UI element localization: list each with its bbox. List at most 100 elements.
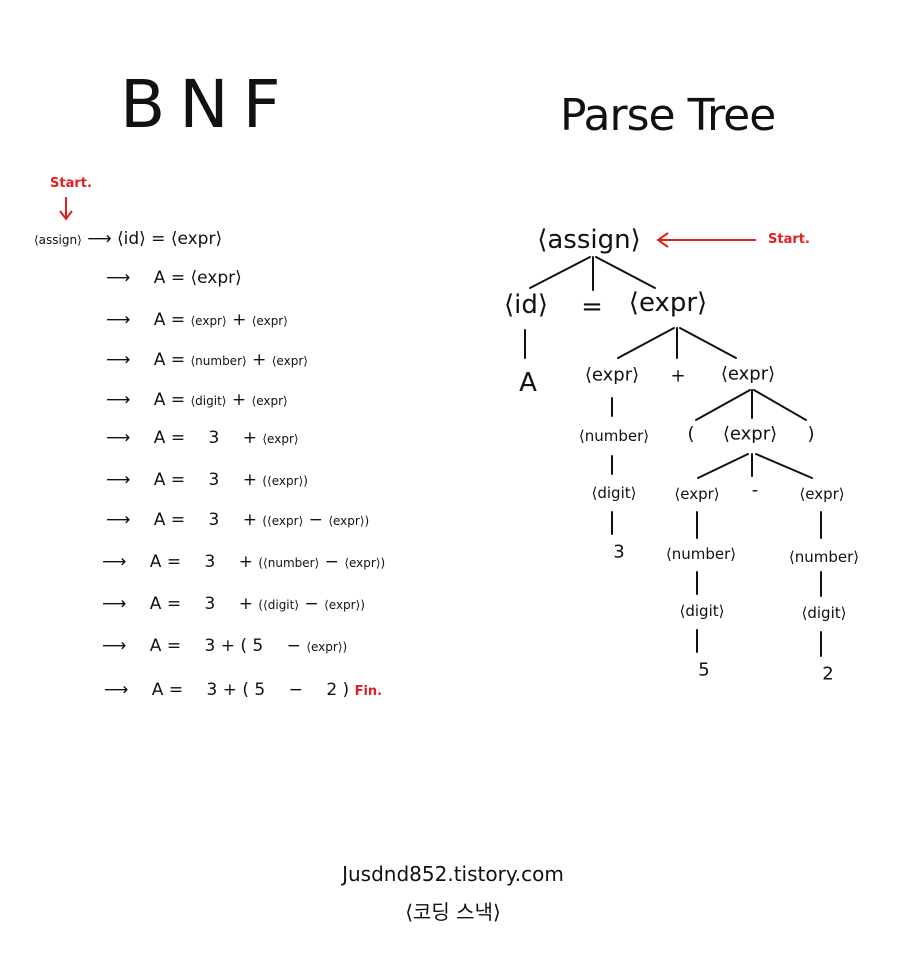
derive-arrow: ⟶ — [106, 470, 131, 490]
derive-arrow: ⟶ — [102, 636, 127, 656]
bnf-line-3: ⟶ A = ⟨expr⟩ + ⟨expr⟩ — [106, 310, 288, 330]
bnf-tok: = — [151, 229, 166, 249]
bnf-line-1: ⟨assign⟩ ⟶ ⟨id⟩ = ⟨expr⟩ — [34, 229, 222, 249]
node-expr-top: ⟨expr⟩ — [628, 288, 708, 318]
bnf-tok: 3 — [206, 680, 218, 700]
bnf-tok: = — [170, 350, 186, 370]
bnf-line-10: ⟶ A = 3 + (⟨digit⟩ − ⟨expr⟩) — [102, 594, 365, 614]
bnf-tok: 3 — [204, 636, 216, 656]
tree-edges — [524, 256, 822, 657]
derive-arrow: ⟶ — [106, 510, 131, 530]
bnf-tok: + — [242, 428, 257, 448]
bnf-line-2: ⟶ A = ⟨expr⟩ — [106, 268, 242, 288]
bnf-tok: 5 — [252, 636, 264, 656]
bnf-tok: = — [170, 390, 186, 410]
node-minus: - — [751, 479, 759, 501]
bnf-tok: ⟨expr⟩) — [306, 640, 348, 654]
bnf-tok: = — [170, 470, 186, 490]
bnf-tok: + — [238, 552, 253, 572]
bnf-tok: ⟨expr⟩ — [271, 354, 308, 368]
derive-arrow: ⟶ — [106, 428, 131, 448]
bnf-tok: A — [153, 268, 166, 288]
derive-arrow: ⟶ — [106, 268, 131, 288]
bnf-line-9: ⟶ A = 3 + (⟨number⟩ − ⟨expr⟩) — [102, 552, 385, 572]
bnf-tok: + — [242, 510, 257, 530]
node-digit-left: ⟨digit⟩ — [591, 484, 637, 502]
bnf-tok: 3 — [208, 510, 220, 530]
derive-arrow: ⟶ — [102, 552, 127, 572]
derive-arrow: ⟶ — [106, 310, 131, 330]
node-a: A — [519, 368, 537, 398]
bnf-tok: − — [304, 594, 319, 614]
node-id: ⟨id⟩ — [503, 290, 549, 320]
bnf-lhs: ⟨assign⟩ — [34, 233, 82, 247]
node-five: 5 — [698, 659, 710, 681]
bnf-tok: ) — [342, 680, 350, 700]
node-digit-rr: ⟨digit⟩ — [801, 604, 847, 622]
bnf-line-8: ⟶ A = 3 + (⟨expr⟩ − ⟨expr⟩) — [106, 510, 369, 530]
bnf-tok: (⟨digit⟩ — [258, 598, 300, 612]
fin-label: Fin. — [354, 684, 383, 699]
bnf-line-4: ⟶ A = ⟨number⟩ + ⟨expr⟩ — [106, 350, 308, 370]
bnf-tok: A — [153, 390, 166, 410]
footer-site: Jusdnd852.tistory.com — [342, 862, 564, 886]
bnf-tok: = — [170, 310, 186, 330]
bnf-tok: A — [151, 680, 164, 700]
bnf-tok: + — [238, 594, 253, 614]
tree-start-label: Start. — [768, 232, 810, 247]
bnf-tok: = — [168, 680, 184, 700]
bnf-tok: + — [252, 350, 267, 370]
node-rparen: ) — [807, 423, 815, 445]
bnf-tok: ⟨expr⟩ — [190, 268, 242, 288]
bnf-tok: = — [170, 428, 186, 448]
node-digit-ll: ⟨digit⟩ — [679, 602, 725, 620]
bnf-tok: (⟨number⟩ — [258, 556, 320, 570]
bnf-line-5: ⟶ A = ⟨digit⟩ + ⟨expr⟩ — [106, 390, 288, 410]
start-down-arrow — [59, 197, 73, 221]
derive-arrow: ⟶ — [106, 390, 131, 410]
node-number-left: ⟨number⟩ — [578, 427, 650, 445]
bnf-tok: ⟨digit⟩ — [190, 394, 227, 408]
bnf-tok: A — [149, 636, 162, 656]
bnf-tok: 3 — [208, 470, 220, 490]
node-number-ll: ⟨number⟩ — [665, 545, 737, 563]
bnf-tok: − — [308, 510, 323, 530]
node-expr-right: ⟨expr⟩ — [720, 363, 776, 385]
bnf-tok: ⟨expr⟩) — [328, 514, 370, 528]
bnf-tok: + — [232, 310, 247, 330]
node-equals: = — [581, 292, 603, 322]
node-expr-ll: ⟨expr⟩ — [674, 485, 720, 503]
bnf-tok: 5 — [254, 680, 266, 700]
bnf-tok: − — [288, 680, 303, 700]
node-number-rr: ⟨number⟩ — [788, 548, 860, 566]
derive-arrow: ⟶ — [87, 229, 112, 249]
bnf-tok: ( — [242, 680, 250, 700]
bnf-tok: ⟨expr⟩ — [170, 229, 223, 249]
bnf-tok: + — [222, 680, 237, 700]
parse-tree-title: Parse Tree — [560, 90, 776, 141]
bnf-line-6: ⟶ A = 3 + ⟨expr⟩ — [106, 428, 299, 448]
bnf-tok: − — [286, 636, 301, 656]
bnf-tok: A — [153, 428, 166, 448]
bnf-tok: ⟨id⟩ — [116, 229, 146, 249]
derive-arrow: ⟶ — [104, 680, 129, 700]
bnf-line-7: ⟶ A = 3 + (⟨expr⟩) — [106, 470, 308, 490]
bnf-tok: A — [149, 552, 162, 572]
bnf-line-11: ⟶ A = 3 + ( 5 − ⟨expr⟩) — [102, 636, 347, 656]
node-plus: + — [670, 365, 686, 387]
bnf-tok: ⟨expr⟩ — [251, 314, 288, 328]
bnf-line-12: ⟶ A = 3 + ( 5 − 2 ) Fin. — [104, 680, 382, 700]
derive-arrow: ⟶ — [102, 594, 127, 614]
node-expr-rr: ⟨expr⟩ — [799, 485, 845, 503]
bnf-tok: ⟨expr⟩) — [344, 556, 386, 570]
node-two: 2 — [822, 663, 834, 685]
bnf-tok: = — [166, 636, 182, 656]
root-start-arrow — [656, 232, 756, 248]
bnf-tok: = — [166, 594, 182, 614]
bnf-tok: 3 — [204, 552, 216, 572]
bnf-tok: 2 — [326, 680, 338, 700]
bnf-tok: ⟨expr⟩ — [251, 394, 288, 408]
bnf-tok: A — [153, 510, 166, 530]
bnf-tok: = — [170, 268, 186, 288]
node-expr-left: ⟨expr⟩ — [584, 364, 640, 386]
